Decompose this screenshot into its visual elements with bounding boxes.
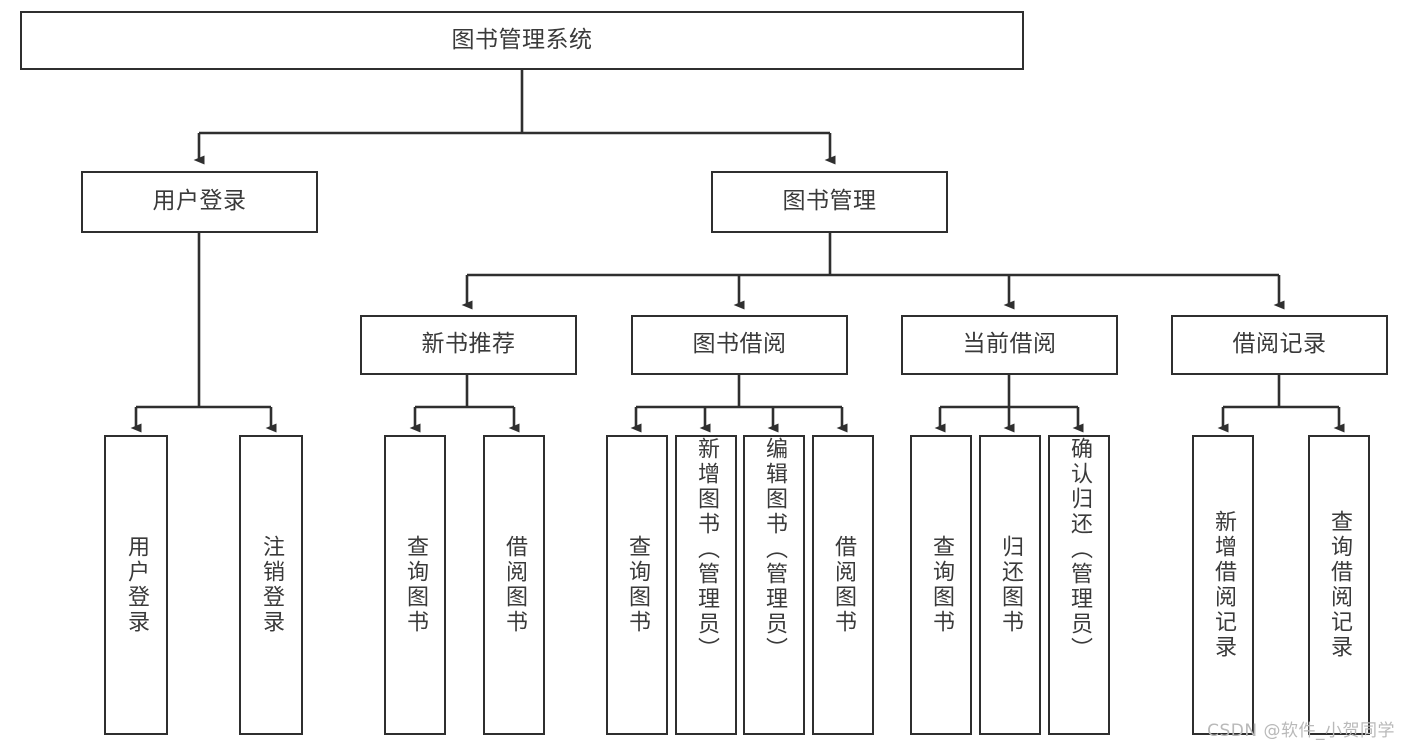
leaf-return-book[interactable]: 归还图书 [979,435,1041,735]
node-current-borrow[interactable]: 当前借阅 [901,315,1118,375]
leaf-query-book-3[interactable]: 查询图书 [910,435,972,735]
node-book-manage-label: 图书管理 [782,188,877,215]
leaf-query-book-1-label: 查询图书 [403,535,428,635]
node-new-book-recommend[interactable]: 新书推荐 [360,315,577,375]
node-new-book-recommend-label: 新书推荐 [421,331,516,358]
leaf-query-book-1[interactable]: 查询图书 [384,435,446,735]
leaf-add-book-label: 新增图书（管理员） [694,437,719,662]
node-root[interactable]: 图书管理系统 [20,11,1024,70]
leaf-query-book-3-label: 查询图书 [929,535,954,635]
node-book-manage[interactable]: 图书管理 [711,171,948,233]
node-current-borrow-label: 当前借阅 [962,331,1057,358]
leaf-query-book-2-label: 查询图书 [625,535,650,635]
leaf-query-book-2[interactable]: 查询图书 [606,435,668,735]
leaf-confirm-return[interactable]: 确认归还（管理员） [1048,435,1110,735]
leaf-borrow-book-2[interactable]: 借阅图书 [812,435,874,735]
leaf-add-borrow-record-label: 新增借阅记录 [1211,510,1236,660]
leaf-query-borrow-record[interactable]: 查询借阅记录 [1308,435,1370,735]
leaf-edit-book-label: 编辑图书（管理员） [762,437,787,662]
leaf-user-login-label: 用户登录 [124,535,149,635]
leaf-confirm-return-label: 确认归还（管理员） [1067,437,1092,662]
node-root-label: 图书管理系统 [451,26,593,53]
leaf-return-book-label: 归还图书 [998,535,1023,635]
leaf-borrow-book-1[interactable]: 借阅图书 [483,435,545,735]
leaf-user-login[interactable]: 用户登录 [104,435,168,735]
node-user-login[interactable]: 用户登录 [81,171,318,233]
node-borrow-record-label: 借阅记录 [1232,331,1327,358]
csdn-watermark: CSDN @软件_小贺同学 [1207,721,1395,741]
node-book-borrow-label: 图书借阅 [692,331,787,358]
leaf-edit-book[interactable]: 编辑图书（管理员） [743,435,805,735]
leaf-add-book[interactable]: 新增图书（管理员） [675,435,737,735]
node-borrow-record[interactable]: 借阅记录 [1171,315,1388,375]
leaf-logout[interactable]: 注销登录 [239,435,303,735]
leaf-logout-label: 注销登录 [259,535,284,635]
leaf-query-borrow-record-label: 查询借阅记录 [1327,510,1352,660]
node-book-borrow[interactable]: 图书借阅 [631,315,848,375]
leaf-add-borrow-record[interactable]: 新增借阅记录 [1192,435,1254,735]
leaf-borrow-book-1-label: 借阅图书 [502,535,527,635]
leaf-borrow-book-2-label: 借阅图书 [831,535,856,635]
node-user-login-label: 用户登录 [152,188,247,215]
